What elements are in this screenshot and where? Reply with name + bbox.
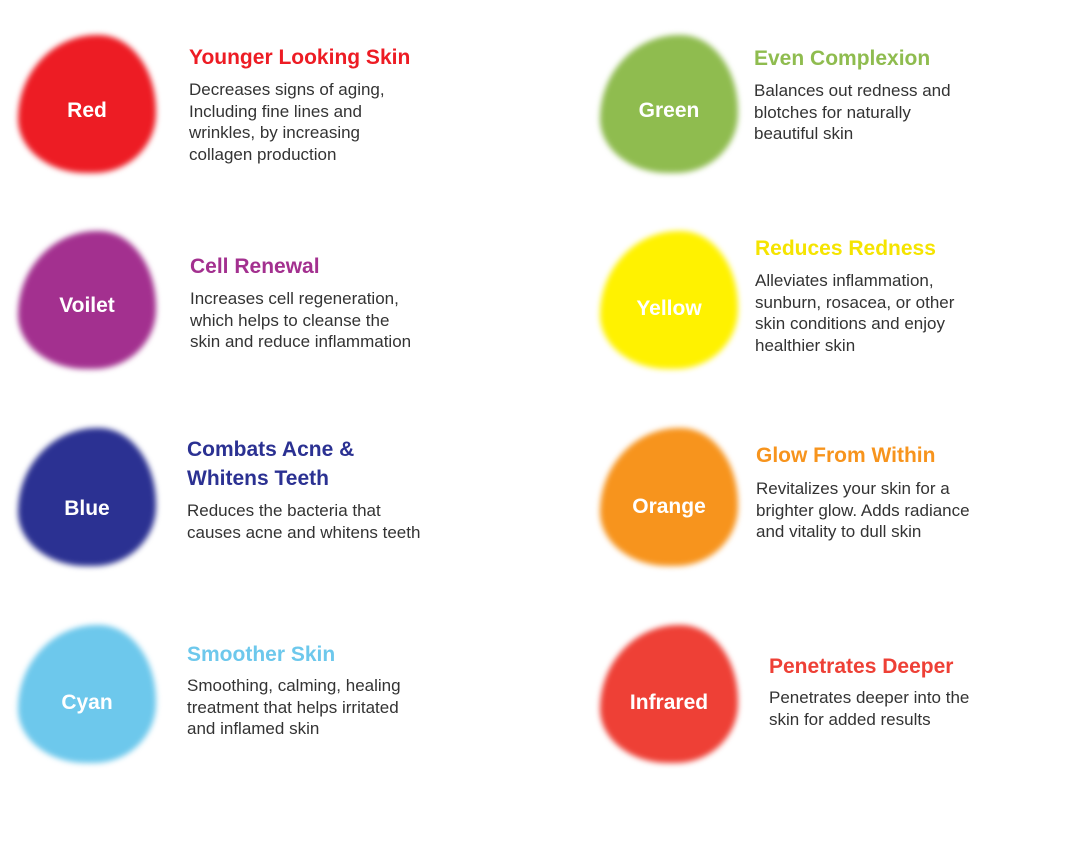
benefit-description-infrared: Penetrates deeper into the skin for adde… — [769, 688, 970, 729]
color-blob-voilet — [18, 231, 156, 369]
color-blob-blue — [18, 428, 156, 566]
benefit-title-blue: Combats Acne & Whitens Teeth — [187, 438, 355, 490]
benefit-description-cyan: Smoothing, calming, healing treatment th… — [187, 676, 401, 739]
blob-label-voilet: Voilet — [59, 294, 115, 317]
color-blob-yellow — [600, 231, 738, 369]
color-blob-orange — [600, 428, 738, 566]
blob-label-yellow: Yellow — [636, 297, 702, 320]
color-blob-green — [600, 35, 738, 173]
item-green: Green Even Complexion Balances out redne… — [600, 35, 1070, 205]
item-cyan: Cyan Smoother Skin Smoothing, calming, h… — [18, 625, 480, 795]
benefit-title-green: Even Complexion — [754, 47, 931, 70]
color-blob-red — [18, 35, 156, 173]
blob-label-green: Green — [638, 99, 700, 122]
blob-label-blue: Blue — [64, 497, 110, 520]
benefit-title-voilet: Cell Renewal — [190, 255, 320, 278]
benefit-title-red: Younger Looking Skin — [189, 46, 411, 69]
benefit-description-blue: Reduces the bacteria that causes acne an… — [187, 501, 421, 542]
benefit-description-orange: Revitalizes your skin for a brighter glo… — [756, 479, 970, 542]
blob-label-orange: Orange — [632, 495, 706, 518]
benefit-description-green: Balances out redness and blotches for na… — [754, 81, 951, 144]
benefit-title-cyan: Smoother Skin — [187, 643, 336, 666]
benefit-title-orange: Glow From Within — [756, 444, 936, 467]
item-yellow: Yellow Reduces Redness Alleviates inflam… — [600, 231, 1070, 401]
blob-label-infrared: Infrared — [629, 691, 709, 714]
benefit-title-yellow: Reduces Redness — [755, 237, 936, 260]
item-red: Red Younger Looking Skin Decreases signs… — [18, 35, 480, 205]
benefit-description-red: Decreases signs of aging, Including fine… — [189, 80, 385, 164]
benefit-description-yellow: Alleviates inflammation, sunburn, rosace… — [755, 271, 955, 355]
color-blob-cyan — [18, 625, 156, 763]
item-infrared: Infrared Penetrates Deeper Penetrates de… — [600, 625, 1070, 795]
blob-label-cyan: Cyan — [61, 691, 113, 714]
benefit-description-voilet: Increases cell regeneration, which helps… — [190, 289, 412, 352]
blob-label-red: Red — [67, 99, 107, 122]
item-orange: Orange Glow From Within Revitalizes your… — [600, 428, 1070, 598]
benefit-title-infrared: Penetrates Deeper — [769, 655, 954, 678]
item-blue: Blue Combats Acne & Whitens Teeth Reduce… — [18, 428, 480, 598]
color-blob-infrared — [600, 625, 738, 763]
item-voilet: Voilet Cell Renewal Increases cell regen… — [18, 231, 480, 401]
